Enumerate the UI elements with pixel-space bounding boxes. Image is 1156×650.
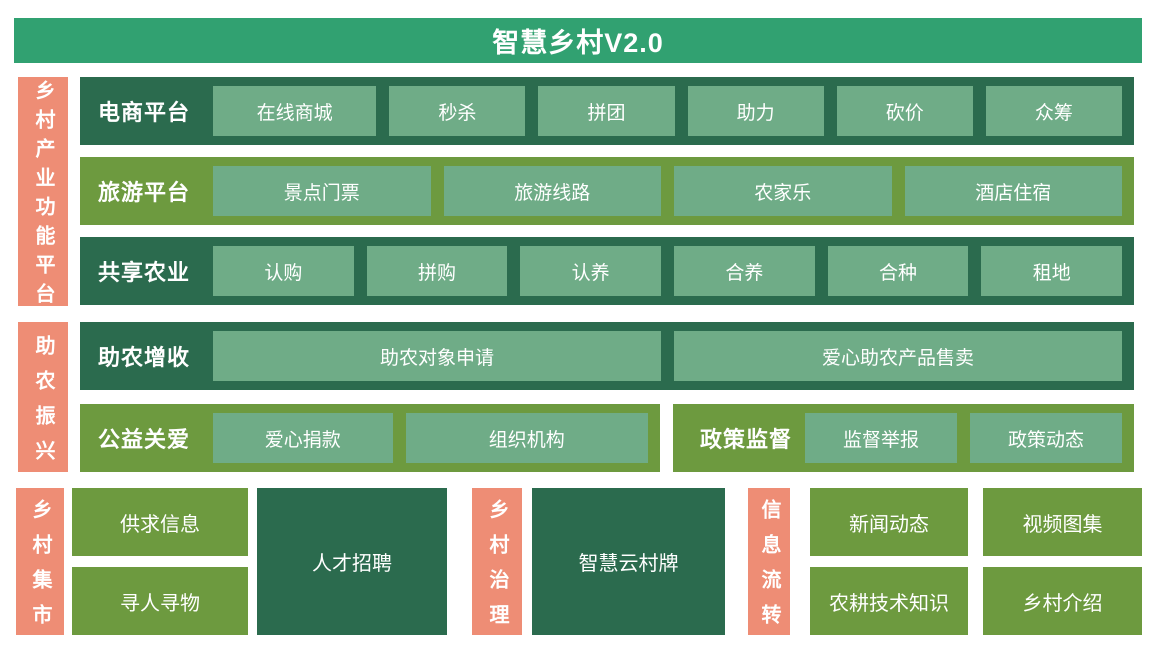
row-label: 公益关爱 (98, 427, 191, 452)
feature-chip: 认购 (213, 246, 354, 296)
feature-chip: 组织机构 (405, 413, 648, 463)
sidebar-industry-platform: 乡村产业功能平台 (18, 77, 68, 312)
row-public-welfare: 公益关爱 爱心捐款 组织机构 (80, 404, 660, 472)
feature-chip: 秒杀 (389, 86, 526, 136)
row-label: 助农增收 (98, 345, 191, 370)
block-smart-cloud-village-sign: 智慧云村牌 (532, 488, 725, 635)
sidebar-village-governance: 乡村治理 (472, 488, 522, 639)
feature-chip: 认养 (520, 246, 662, 296)
feature-chip: 拼购 (366, 246, 508, 296)
block-village-introduction: 乡村介绍 (983, 567, 1142, 635)
row-tourism-platform: 旅游平台 景点门票 旅游线路 农家乐 酒店住宿 (80, 157, 1134, 225)
block-news-updates: 新闻动态 (810, 488, 968, 556)
feature-chip: 酒店住宿 (904, 166, 1122, 216)
row-policy-supervision: 政策监督 监督举报 政策动态 (673, 404, 1134, 472)
row-label: 旅游平台 (98, 180, 191, 205)
feature-chip: 合种 (827, 246, 969, 296)
feature-chip: 砍价 (836, 86, 973, 136)
sidebar-info-flow-label: 信息流转 (758, 499, 780, 639)
sidebar-farmer-assist-label: 助农振兴 (32, 334, 54, 475)
feature-chip: 助农对象申请 (213, 331, 661, 381)
block-talent-recruitment: 人才招聘 (257, 488, 447, 635)
block-supply-demand-info: 供求信息 (72, 488, 248, 556)
feature-chip: 爱心捐款 (213, 413, 393, 463)
sidebar-farmer-assist: 助农振兴 (18, 322, 68, 475)
row-label: 电商平台 (98, 100, 191, 125)
feature-chip: 政策动态 (970, 413, 1122, 463)
feature-chip: 众筹 (985, 86, 1122, 136)
feature-chip: 旅游线路 (443, 166, 661, 216)
block-farming-tech-knowledge: 农耕技术知识 (810, 567, 968, 635)
page-title: 智慧乡村V2.0 (492, 28, 664, 58)
feature-chip: 在线商城 (213, 86, 377, 136)
sidebar-village-market: 乡村集市 (16, 488, 64, 639)
sidebar-village-market-label: 乡村集市 (29, 499, 51, 639)
block-lost-and-found: 寻人寻物 (72, 567, 248, 635)
feature-chip: 景点门票 (213, 166, 431, 216)
row-ecommerce-platform: 电商平台 在线商城 秒杀 拼团 助力 砍价 众筹 (80, 77, 1134, 145)
row-income-increase: 助农增收 助农对象申请 爱心助农产品售卖 (80, 322, 1134, 390)
feature-chip: 助力 (687, 86, 824, 136)
row-label: 共享农业 (98, 260, 191, 285)
feature-chip: 农家乐 (674, 166, 892, 216)
row-shared-agriculture: 共享农业 认购 拼购 认养 合养 合种 租地 (80, 237, 1134, 305)
feature-chip: 合养 (674, 246, 815, 296)
block-video-gallery: 视频图集 (983, 488, 1142, 556)
feature-chip: 监督举报 (805, 413, 957, 463)
sidebar-info-flow: 信息流转 (748, 488, 790, 639)
page-header: 智慧乡村V2.0 (14, 18, 1142, 63)
sidebar-industry-platform-label: 乡村产业功能平台 (32, 80, 54, 312)
row-label: 政策监督 (700, 427, 793, 452)
feature-chip: 租地 (981, 246, 1123, 296)
feature-chip: 爱心助农产品售卖 (674, 331, 1122, 381)
sidebar-village-governance-label: 乡村治理 (486, 499, 508, 639)
feature-chip: 拼团 (538, 86, 675, 136)
